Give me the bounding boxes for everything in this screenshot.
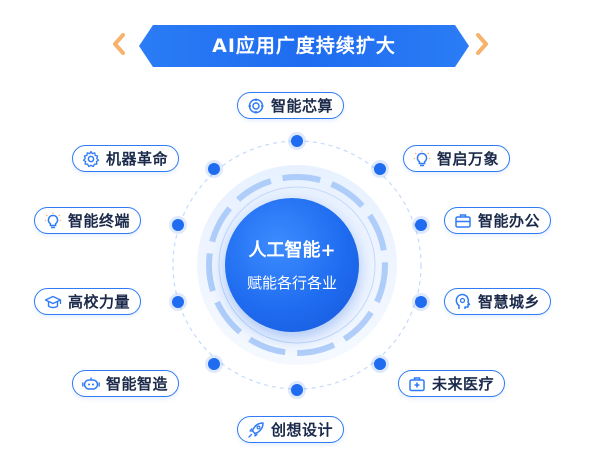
node-label: 机器革命 [106,150,169,168]
node-university-power: 高校力量 [34,288,142,315]
node-smart-manufacturing: 智能智造 [72,370,180,397]
rocket-icon [248,421,264,438]
node-label: 高校力量 [68,293,131,311]
center-subtitle: 赋能各行各业 [246,274,337,292]
banner-shape [139,25,469,67]
node-label: 智能终端 [68,212,131,230]
node-creative-design: 创想设计 [237,416,345,443]
orbit-dot [291,135,303,147]
medical-kit-icon [409,376,425,391]
center-disc [225,198,359,332]
orbit-dot [374,163,386,175]
orbit-dot [208,358,220,370]
node-smart-terminal: 智能终端 [34,207,142,234]
lightbulb-icon [44,212,62,228]
orbit-dot [172,219,184,231]
gear-icon [82,150,100,167]
chevron-right-icon [476,33,488,55]
orbit-dot [374,358,386,370]
node-future-medical: 未来医疗 [398,370,506,397]
orbit-dot [291,384,303,396]
node-label: 未来医疗 [432,375,495,393]
lightbulb-icon [413,150,431,166]
node-label: 智启万象 [437,150,500,168]
chip-brain-icon [248,98,264,113]
node-smart-inspire: 智启万象 [403,145,511,172]
node-chip-computing: 智能芯算 [237,92,345,119]
node-smart-city: 智慧城乡 [444,288,552,315]
graduation-cap-icon [44,295,62,308]
title-banner: AI应用广度持续扩大 [139,25,469,67]
node-label: 智慧城乡 [478,293,541,311]
center-title: 人工智能+ [248,240,336,261]
chevron-left-icon [113,33,125,55]
node-label: 智能芯算 [271,97,334,115]
orbit-dot [208,163,220,175]
node-smart-office: 智能办公 [444,207,552,234]
orbit-dot [415,219,427,231]
node-label: 智能智造 [106,375,169,393]
page-title: AI应用广度持续扩大 [212,35,396,57]
node-label: 智能办公 [478,212,541,230]
node-machine-revolution: 机器革命 [72,145,180,172]
briefcase-icon [455,213,471,228]
orbit-dot [172,296,184,308]
orbit-dot [415,296,427,308]
head-profile-icon [455,293,471,309]
robot-icon [82,377,100,390]
node-label: 创想设计 [271,421,334,439]
